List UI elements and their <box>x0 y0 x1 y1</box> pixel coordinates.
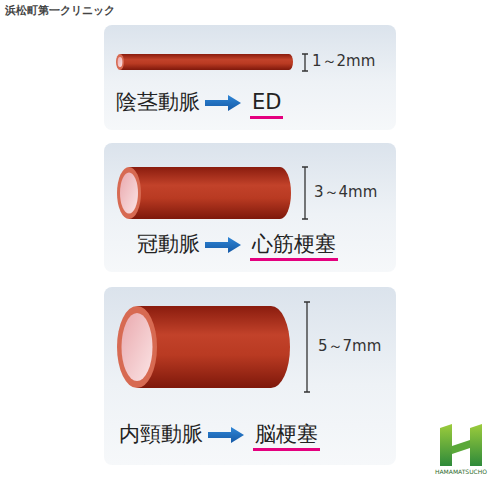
artery-body <box>137 306 271 388</box>
artery-body <box>129 167 280 219</box>
artery-lumen <box>120 173 138 214</box>
dimension-bracket <box>302 54 308 71</box>
dimension-label: 1～2mm <box>312 54 375 69</box>
artery-name: 内頸動脈 <box>119 424 203 445</box>
blue-arrow <box>205 95 241 111</box>
artery-rim <box>117 167 141 219</box>
artery-name: 冠動脈 <box>137 234 200 255</box>
artery-lumen <box>118 57 123 67</box>
artery-tube <box>117 306 290 388</box>
dimension-bracket <box>304 302 310 392</box>
dimension-label: 3～4mm <box>314 185 377 200</box>
artery-end <box>269 167 291 219</box>
logo-text: HAMAMATSUCHO <box>435 469 487 475</box>
artery-lumen <box>122 313 153 381</box>
disease-name: ED <box>250 92 283 119</box>
artery-name: 陰茎動脈 <box>116 92 200 113</box>
watermark: 浜松町第一クリニック <box>5 5 115 16</box>
clinic-logo <box>440 424 482 466</box>
artery-panel: 5～7mm 内頸動脈 脳梗塞 <box>104 287 396 465</box>
artery-tube <box>117 167 291 219</box>
artery-panel: 1～2mm 陰茎動脈 ED <box>104 25 396 130</box>
blue-arrow <box>208 427 244 443</box>
artery-end <box>252 306 290 388</box>
blue-arrow <box>205 237 241 253</box>
artery-rim <box>117 306 157 388</box>
artery-end <box>285 54 293 70</box>
artery-rim <box>116 54 124 70</box>
artery-panel: 3～4mm 冠動脈 心筋梗塞 <box>104 143 396 272</box>
artery-body <box>120 54 289 70</box>
disease-name: 心筋梗塞 <box>250 234 338 261</box>
dimension-bracket <box>302 167 308 219</box>
dimension-label: 5～7mm <box>318 339 381 354</box>
artery-tube <box>116 54 293 70</box>
disease-name: 脳梗塞 <box>253 424 320 451</box>
